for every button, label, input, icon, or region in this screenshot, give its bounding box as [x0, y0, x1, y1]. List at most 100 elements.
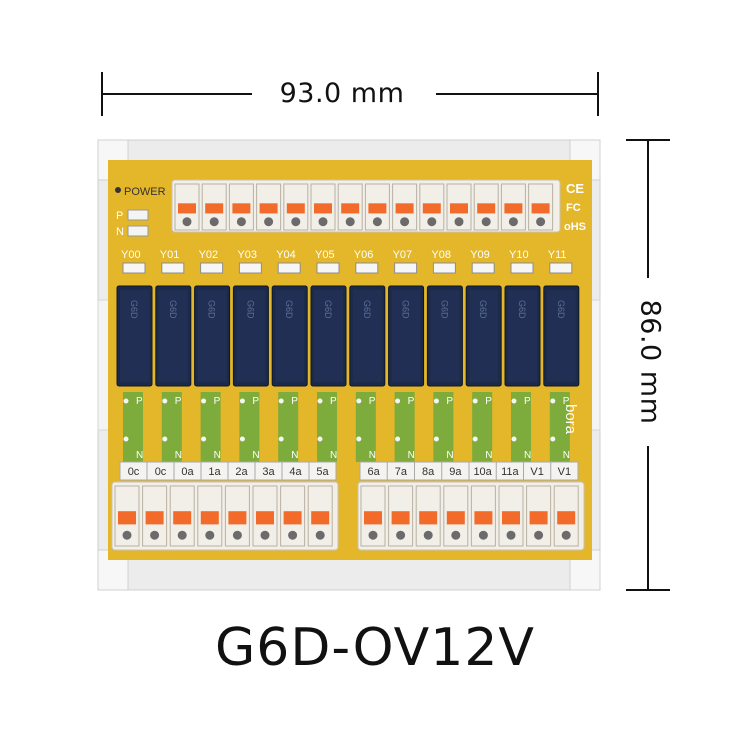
terminal-label: 2a	[235, 466, 248, 478]
channel-label: Y04	[276, 249, 296, 261]
relay-marking: G6D	[245, 300, 255, 319]
height-dimension-line	[626, 139, 670, 591]
relay-marking: G6D	[517, 300, 527, 319]
pin-p-label: P	[175, 396, 182, 407]
relay: G6D	[465, 285, 502, 387]
top-terminal	[256, 183, 282, 231]
channel-label: Y00	[121, 249, 141, 261]
top-terminal	[392, 183, 418, 231]
pin-n-label: N	[175, 450, 182, 461]
pin-n-label: N	[563, 450, 570, 461]
relay-marking: G6D	[323, 300, 333, 319]
relay-marking: G6D	[556, 300, 566, 319]
bottom-terminal	[415, 485, 441, 547]
green-trace	[394, 392, 415, 462]
width-dimension-label: 93.0 mm	[279, 78, 405, 109]
bottom-terminal	[142, 485, 168, 547]
channel-label: Y11	[548, 249, 567, 261]
pin-p-label: P	[485, 396, 492, 407]
top-terminal	[201, 183, 227, 231]
green-trace	[317, 392, 337, 462]
pin-n-label: N	[524, 450, 531, 461]
channel-led	[200, 262, 224, 274]
pin-p-label: P	[369, 396, 376, 407]
pin-n-label: N	[214, 450, 221, 461]
pin-n-label: N	[369, 450, 376, 461]
relay-marking: G6D	[207, 300, 217, 319]
top-terminal	[283, 183, 309, 231]
pin-n-label: N	[136, 450, 143, 461]
channel-led	[277, 262, 301, 274]
p-label: P	[116, 210, 123, 222]
channel-label: Y10	[509, 249, 529, 261]
pin-n-label: N	[291, 450, 298, 461]
pin-n-label: N	[408, 450, 415, 461]
top-terminal	[473, 183, 499, 231]
relay-marking: G6D	[362, 300, 372, 319]
relay-marking: G6D	[401, 300, 411, 319]
terminal-label: 0c	[128, 466, 140, 478]
channel-led	[355, 262, 379, 274]
bottom-terminal	[470, 485, 496, 547]
n-label: N	[116, 226, 124, 238]
channel-label: Y08	[431, 249, 451, 261]
terminal-label: 4a	[289, 466, 302, 478]
relay-marking: G6D	[168, 300, 178, 319]
bottom-terminal-block-left	[111, 481, 339, 551]
bottom-terminal	[224, 485, 250, 547]
pin-n-label: N	[252, 450, 259, 461]
power-label: POWER	[124, 186, 166, 198]
terminal-label: 5a	[316, 466, 329, 478]
top-terminal	[364, 183, 390, 231]
relay-marking: G6D	[478, 300, 488, 319]
terminal-label: V1	[530, 466, 543, 478]
relay: G6D	[543, 285, 580, 387]
pin-p-label: P	[136, 396, 143, 407]
pin-p-label: P	[214, 396, 221, 407]
bottom-terminal	[169, 485, 195, 547]
terminal-label: 8a	[422, 466, 435, 478]
green-trace	[511, 392, 531, 462]
green-trace	[200, 392, 221, 462]
bottom-terminal	[280, 485, 306, 547]
pcb-green-traces	[123, 392, 570, 462]
pin-p-label: P	[408, 396, 415, 407]
terminal-label: V1	[558, 466, 571, 478]
relay: G6D	[310, 285, 347, 387]
bottom-terminal	[252, 485, 278, 547]
terminal-label: 11a	[501, 466, 519, 478]
green-trace	[472, 392, 493, 462]
top-terminal-block	[171, 179, 561, 233]
width-dimension-line	[101, 72, 599, 116]
bottom-terminal	[498, 485, 524, 547]
relay-marking: G6D	[129, 300, 139, 319]
channel-led	[510, 262, 534, 274]
top-terminal	[337, 183, 363, 231]
bottom-terminal-block-right	[357, 481, 585, 551]
pin-p-label: P	[291, 396, 298, 407]
pin-p-label: P	[252, 396, 259, 407]
top-terminal	[174, 183, 200, 231]
pin-n-label: N	[446, 450, 453, 461]
relay: G6D	[426, 285, 463, 387]
pin-n-label: N	[485, 450, 492, 461]
ce-mark: CE	[566, 181, 584, 196]
bottom-terminal	[526, 485, 552, 547]
top-terminal	[528, 183, 554, 231]
terminal-label: 6a	[368, 466, 381, 478]
bottom-terminal	[197, 485, 223, 547]
relay: G6D	[155, 285, 192, 387]
green-trace	[161, 392, 182, 462]
bottom-terminal	[114, 485, 140, 547]
green-trace	[355, 392, 376, 462]
channel-label: Y01	[160, 249, 180, 261]
relay: G6D	[504, 285, 541, 387]
relay: G6D	[116, 285, 153, 387]
pin-n-label: N	[330, 450, 337, 461]
bottom-terminal	[553, 485, 579, 547]
bottom-terminal	[360, 485, 386, 547]
model-name: G6D-OV12V	[215, 618, 535, 678]
